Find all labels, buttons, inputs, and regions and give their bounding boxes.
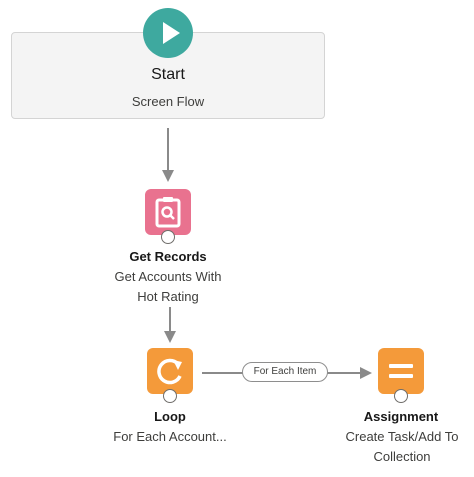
- loop-icon: [157, 358, 182, 385]
- loop-element[interactable]: [147, 348, 193, 394]
- assignment-equals-icon: [389, 364, 413, 378]
- assignment-label: Create Task/Add To Collection: [345, 429, 459, 464]
- get-records-connector-dot[interactable]: [161, 230, 175, 244]
- loop-title: Loop: [154, 409, 186, 424]
- start-subtitle: Screen Flow: [131, 94, 205, 109]
- get-records-title: Get Records: [129, 249, 207, 264]
- loop-connector-dot[interactable]: [163, 389, 177, 403]
- assignment-element[interactable]: [378, 348, 424, 394]
- get-records-label: Get Accounts With Hot Rating: [114, 269, 222, 304]
- start-title: Start: [151, 66, 185, 83]
- play-icon: [143, 8, 193, 58]
- assignment-title: Assignment: [363, 409, 439, 424]
- loop-label: For Each Account...: [113, 429, 227, 444]
- get-records-element[interactable]: [145, 189, 191, 235]
- for-each-item-label: For Each Item: [242, 362, 328, 382]
- clipboard-search-icon: [155, 197, 181, 228]
- connector-arrow: [164, 307, 176, 343]
- connector-arrow: [162, 128, 174, 182]
- assignment-connector-dot[interactable]: [394, 389, 408, 403]
